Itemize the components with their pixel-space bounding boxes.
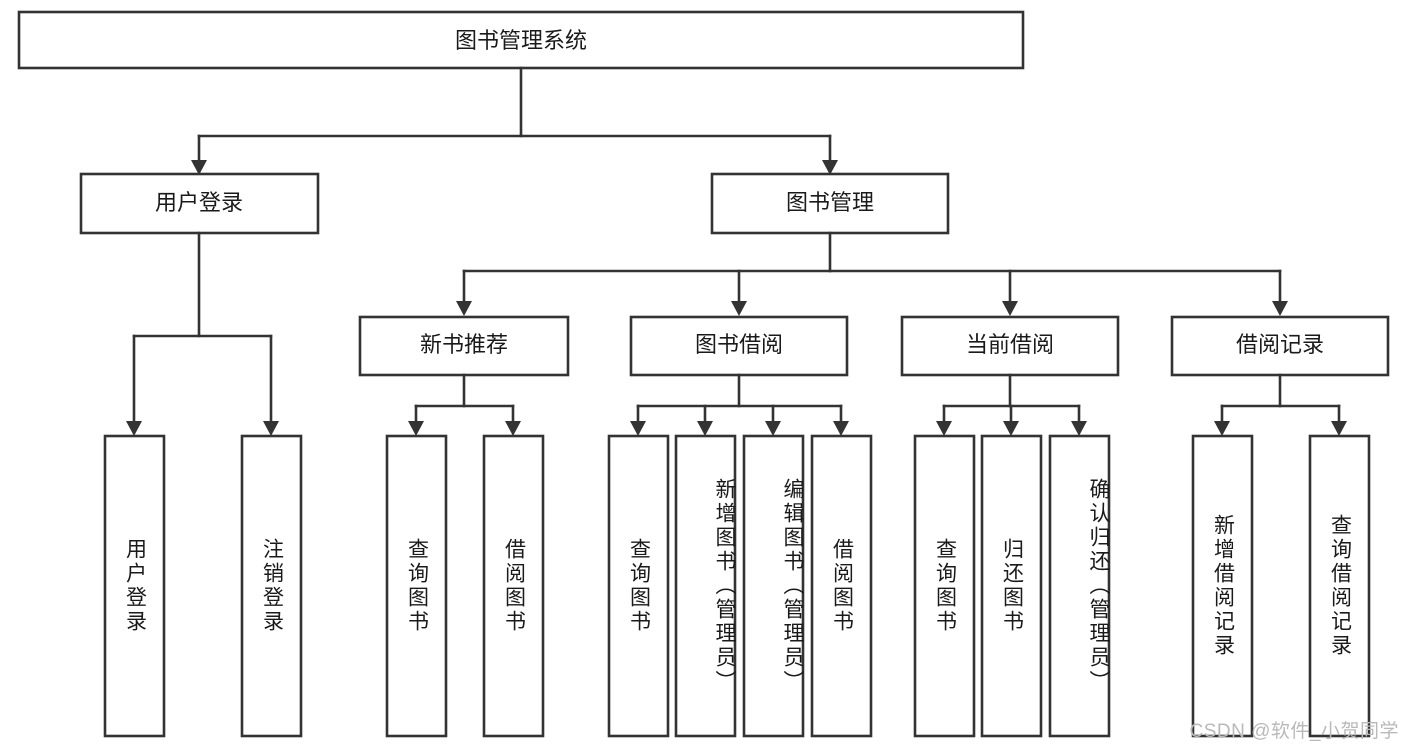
node-current-borrow-box — [900, 315, 1120, 377]
arrowhead-bb-leaf-3 — [765, 421, 781, 436]
node-user-login-label: 用户登录 — [155, 190, 243, 215]
leaf-box-bb-2[interactable] — [674, 434, 737, 738]
arrowhead-user-login-leaf-2 — [263, 421, 279, 436]
leaf-box-nbr-2[interactable] — [482, 434, 545, 738]
node-borrow-record-label: 借阅记录 — [1236, 332, 1324, 357]
node-new-book-recommend[interactable]: 新书推荐 — [358, 315, 570, 377]
node-borrow-record-box — [1170, 315, 1390, 377]
arrowhead-bb-leaf-1 — [630, 421, 646, 436]
node-book-borrow-label: 图书借阅 — [695, 332, 783, 357]
arrowhead-nbr-leaf-1 — [408, 421, 424, 436]
arrowhead-cb-leaf-1 — [936, 421, 952, 436]
node-current-borrow-label: 当前借阅 — [966, 332, 1054, 357]
arrowhead-bm-to-current-borrow — [1002, 301, 1018, 316]
node-book-borrow[interactable]: 图书借阅 — [629, 315, 849, 377]
arrowhead-br-leaf-1 — [1214, 421, 1230, 436]
leaf-box-br-1[interactable] — [1191, 434, 1254, 738]
leaf-box-cb-1[interactable] — [913, 434, 976, 738]
leaf-box-user-login-2[interactable] — [240, 434, 303, 738]
arrowhead-bb-leaf-4 — [833, 421, 849, 436]
node-book-management-box — [710, 172, 950, 235]
leaf-box-nbr-1[interactable] — [385, 434, 448, 738]
node-borrow-record[interactable]: 借阅记录 — [1170, 315, 1390, 377]
node-root-box — [17, 10, 1025, 70]
csdn-watermark: CSDN @软件_小贺同学 — [1189, 721, 1399, 742]
arrowhead-nbr-leaf-2 — [505, 421, 521, 436]
node-user-login[interactable]: 用户登录 — [79, 172, 320, 235]
arrowhead-root-to-book-management — [822, 160, 838, 175]
node-user-login-box — [79, 172, 320, 235]
arrowhead-bm-to-borrow-record — [1272, 301, 1288, 316]
leaf-box-bb-3[interactable] — [742, 434, 805, 738]
leaf-box-bb-1[interactable] — [607, 434, 670, 738]
leaf-box-bb-4[interactable] — [810, 434, 873, 738]
node-root-book-management-system[interactable]: 图书管理系统 — [17, 10, 1025, 70]
node-new-book-recommend-box — [358, 315, 570, 377]
node-new-book-recommend-label: 新书推荐 — [420, 332, 508, 357]
arrowhead-br-leaf-2 — [1331, 421, 1347, 436]
node-book-management-label: 图书管理 — [786, 190, 874, 215]
arrowhead-cb-leaf-3 — [1071, 421, 1087, 436]
leaf-box-cb-2[interactable] — [980, 434, 1043, 738]
arrowhead-bm-to-book-borrow — [731, 301, 747, 316]
node-book-borrow-box — [629, 315, 849, 377]
node-book-management[interactable]: 图书管理 — [710, 172, 950, 235]
arrowhead-bb-leaf-2 — [697, 421, 713, 436]
leaf-box-cb-3[interactable] — [1048, 434, 1111, 738]
node-current-borrow[interactable]: 当前借阅 — [900, 315, 1120, 377]
arrowhead-root-to-user-login — [191, 160, 207, 175]
leaf-box-br-2[interactable] — [1308, 434, 1371, 738]
leaf-box-user-login-1[interactable] — [103, 434, 166, 738]
arrowhead-user-login-leaf-1 — [126, 421, 142, 436]
arrowhead-bm-to-new-book — [456, 301, 472, 316]
node-root-label: 图书管理系统 — [455, 28, 587, 53]
arrowhead-cb-leaf-2 — [1003, 421, 1019, 436]
